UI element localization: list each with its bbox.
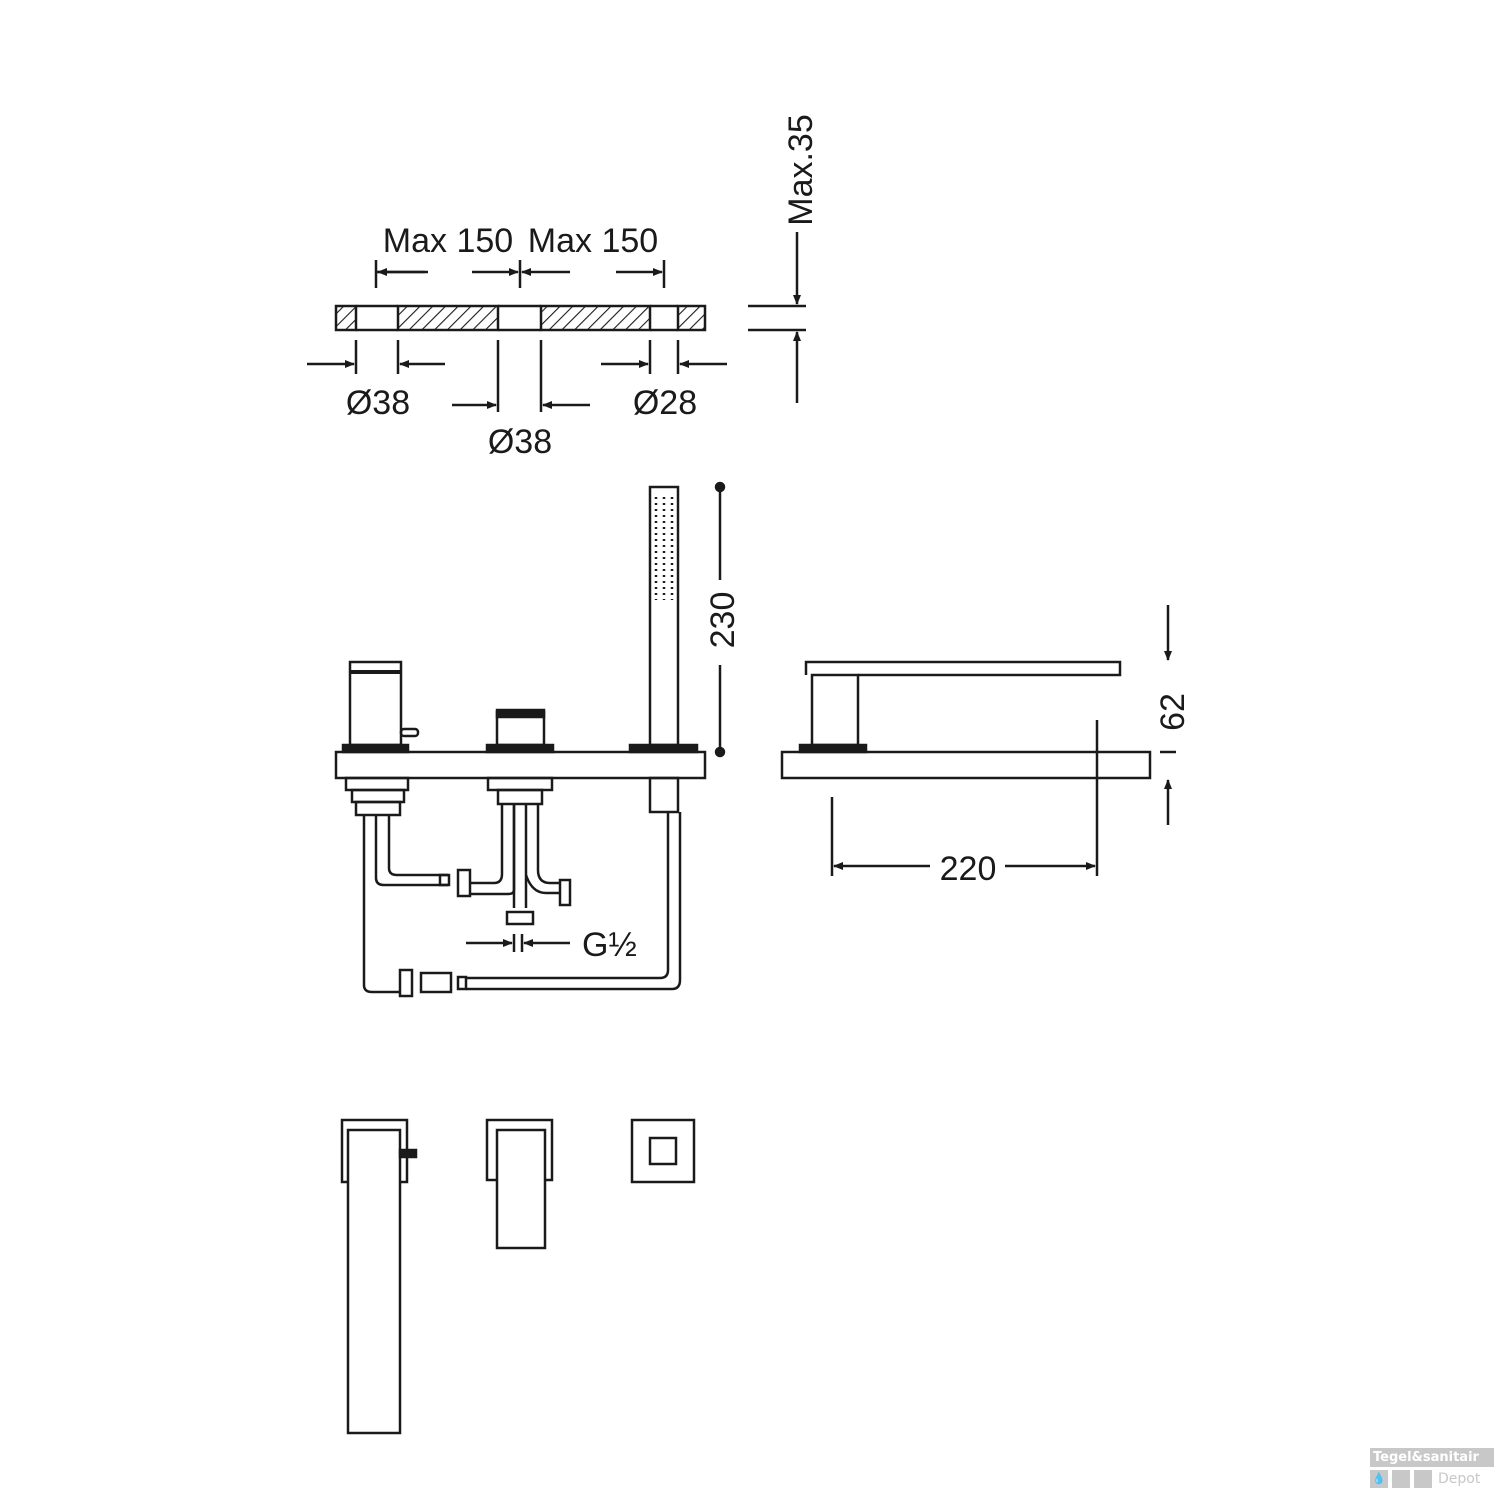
counter-section-spout	[780, 750, 1152, 780]
connection-label: G½	[582, 926, 637, 964]
hole-left-label: Ø38	[346, 384, 410, 422]
spout-reach-dimension	[830, 720, 1099, 876]
spacing-label-1: Max 150	[383, 222, 513, 260]
deck-section-plan	[334, 304, 707, 332]
watermark-line1: Tegel&sanitair	[1370, 1448, 1494, 1467]
hole-middle-label: Ø38	[488, 423, 552, 461]
shower-holder-top-view	[630, 1118, 696, 1184]
spout-side-view: 220 62	[780, 605, 1192, 888]
spout-height-dimension	[1160, 605, 1176, 825]
watermark-logo: Tegel&sanitair 💧 Depot	[1370, 1448, 1494, 1488]
diverter-top-view	[485, 1118, 554, 1250]
tile-icon	[1392, 1470, 1410, 1488]
hole-right-label: Ø28	[633, 384, 697, 422]
watermark-line2: Depot	[1438, 1471, 1481, 1487]
counter-section	[334, 750, 707, 780]
drop-icon: 💧	[1370, 1470, 1388, 1488]
shower-height-dimension	[714, 481, 726, 758]
spacing-label-2: Max 150	[528, 222, 658, 260]
spout-reach-label: 220	[940, 850, 997, 888]
spout-height-label: 62	[1154, 693, 1192, 731]
diverter-body	[485, 708, 555, 754]
plan-view: Max 150 Max 150 Ø38 Ø38 Ø28 Max.35	[307, 114, 820, 461]
deck-thickness-label: Max.35	[782, 114, 820, 226]
spacing-dimension	[374, 260, 666, 288]
deck-thickness-dimension	[748, 232, 806, 403]
hole-dimensions	[307, 340, 727, 412]
under-counter-plumbing	[344, 776, 682, 998]
hand-shower	[628, 485, 699, 754]
top-views	[340, 1118, 696, 1435]
tile-icon	[1414, 1470, 1432, 1488]
spout-body	[798, 660, 1122, 754]
shower-height-label: 230	[704, 592, 742, 649]
mixer-body	[341, 660, 420, 754]
front-elevation: 230	[334, 481, 742, 998]
spout-top-view	[340, 1118, 418, 1435]
